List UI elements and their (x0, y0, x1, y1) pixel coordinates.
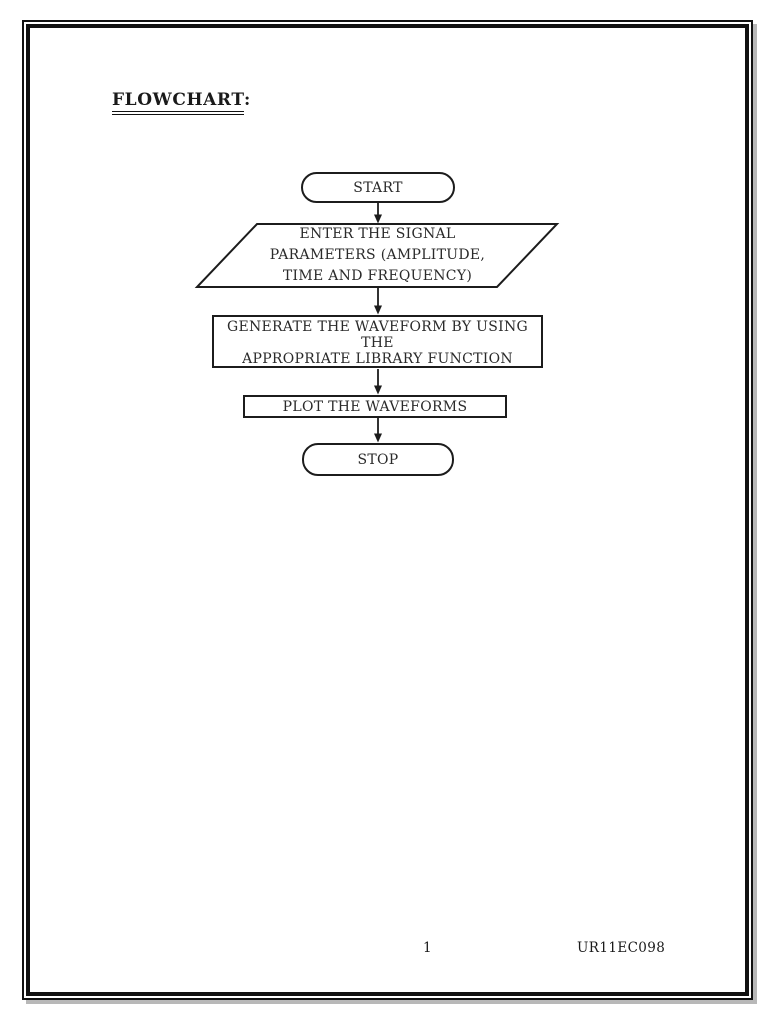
start-label: START (353, 179, 403, 196)
generate-line-1: GENERATE THE WAVEFORM BY USING THE (226, 319, 529, 351)
io-line-2: PARAMETERS (AMPLITUDE, (269, 247, 486, 263)
io-line-3: TIME AND FREQUENCY) (282, 268, 473, 284)
process-plot: PLOT THE WAVEFORMS (243, 395, 507, 418)
stop-label: STOP (357, 451, 399, 468)
footer-page-number: 1 (423, 940, 432, 956)
io-line-1: ENTER THE SIGNAL (299, 226, 456, 242)
page-border-outer (22, 20, 753, 1000)
io-input-node: ENTER THE SIGNAL PARAMETERS (AMPLITUDE, … (197, 224, 558, 287)
terminator-stop: STOP (302, 443, 454, 476)
generate-line-2: APPROPRIATE LIBRARY FUNCTION (242, 351, 513, 367)
page-title-text: FLOWCHART (112, 90, 244, 115)
process-generate: GENERATE THE WAVEFORM BY USING THE APPRO… (212, 315, 543, 368)
terminator-start: START (301, 172, 455, 203)
footer-doc-code: UR11EC098 (577, 940, 666, 956)
page-border-inner (26, 24, 749, 996)
page-title-colon: : (243, 90, 251, 110)
page-title: FLOWCHART: (112, 90, 251, 115)
plot-label: PLOT THE WAVEFORMS (282, 398, 468, 415)
